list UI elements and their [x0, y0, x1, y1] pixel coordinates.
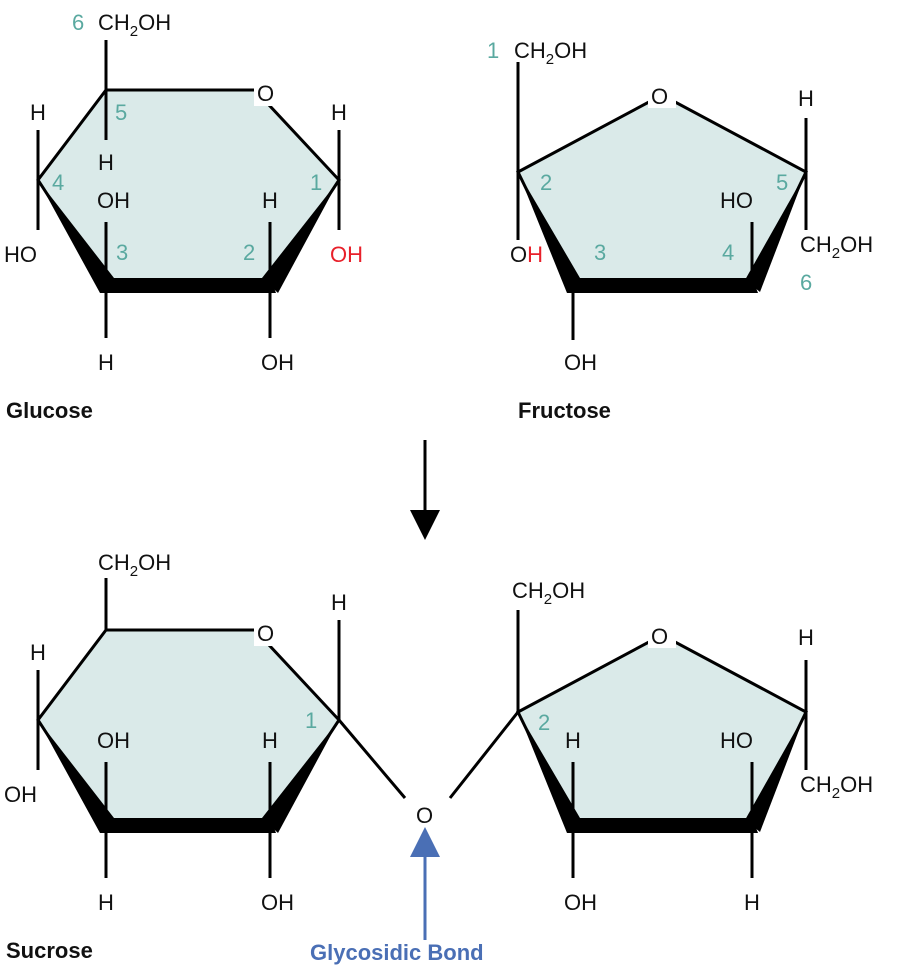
atom-label: OH [564, 890, 597, 915]
carbon-number: 2 [538, 710, 550, 735]
carbon-number: 1 [310, 170, 322, 195]
atom-label: HO [4, 242, 37, 267]
carbon-number: 1 [305, 708, 317, 733]
fructose-label: Fructose [518, 398, 611, 423]
atom-label: HO [720, 728, 753, 753]
atom-label: OH [4, 782, 37, 807]
carbon-number: 2 [540, 170, 552, 195]
atom-label: H [262, 728, 278, 753]
carbon-number: 4 [52, 170, 64, 195]
ring-oxygen: O [651, 624, 668, 649]
atom-label: H [331, 590, 347, 615]
sucrose-label: Sucrose [6, 938, 93, 963]
atom-label: OH [261, 350, 294, 375]
sucrose-molecule: O CH2OH H OH OH H H OH H 1 O O CH2OH 2 H… [4, 550, 873, 965]
atom-label: HO [720, 188, 753, 213]
carbon-number: 3 [594, 240, 606, 265]
ch2oh-label: CH2OH [98, 10, 171, 40]
glucose-label: Glucose [6, 398, 93, 423]
ring-oxygen: O [257, 621, 274, 646]
carbon-number: 4 [722, 240, 734, 265]
atom-label: H [262, 188, 278, 213]
atom-label: H [565, 728, 581, 753]
ring-oxygen: O [257, 81, 274, 106]
carbon-number: 5 [115, 100, 127, 125]
atom-label: H [98, 890, 114, 915]
atom-label: OH [564, 350, 597, 375]
carbon-number: 5 [776, 170, 788, 195]
atom-label: OH [97, 728, 130, 753]
carbon-number: 3 [116, 240, 128, 265]
fructose-molecule: O 1 CH2OH 2 OH 3 OH HO 4 H 5 CH2OH 6 Fru… [487, 38, 873, 423]
ch2oh-label: CH2OH [800, 772, 873, 802]
carbon-number: 6 [72, 10, 84, 35]
atom-label: H [30, 100, 46, 125]
atom-label: OH [261, 890, 294, 915]
atom-label: H [98, 150, 114, 175]
ch2oh-label: CH2OH [98, 550, 171, 580]
ch2oh-label: CH2OH [512, 578, 585, 608]
carbon-number: 2 [243, 240, 255, 265]
atom-label: H [744, 890, 760, 915]
atom-label: H [798, 625, 814, 650]
glycosidic-bond-label: Glycosidic Bond [310, 940, 484, 965]
atom-label: H [798, 86, 814, 111]
atom-label: OH [97, 188, 130, 213]
anomeric-hydroxyl: OH [330, 242, 363, 267]
ch2oh-label: CH2OH [800, 232, 873, 262]
ring-oxygen: O [651, 84, 668, 109]
atom-label: OH [510, 242, 543, 267]
carbon-number: 1 [487, 38, 499, 63]
glycosidic-oxygen: O [416, 803, 433, 828]
ch2oh-label: CH2OH [514, 38, 587, 68]
atom-label: H [30, 640, 46, 665]
atom-label: H [331, 100, 347, 125]
glucose-molecule: O 6 CH2OH 5 H H 4 HO OH 3 H H 2 OH H 1 O… [4, 10, 363, 423]
carbon-number: 6 [800, 270, 812, 295]
atom-label: H [98, 350, 114, 375]
